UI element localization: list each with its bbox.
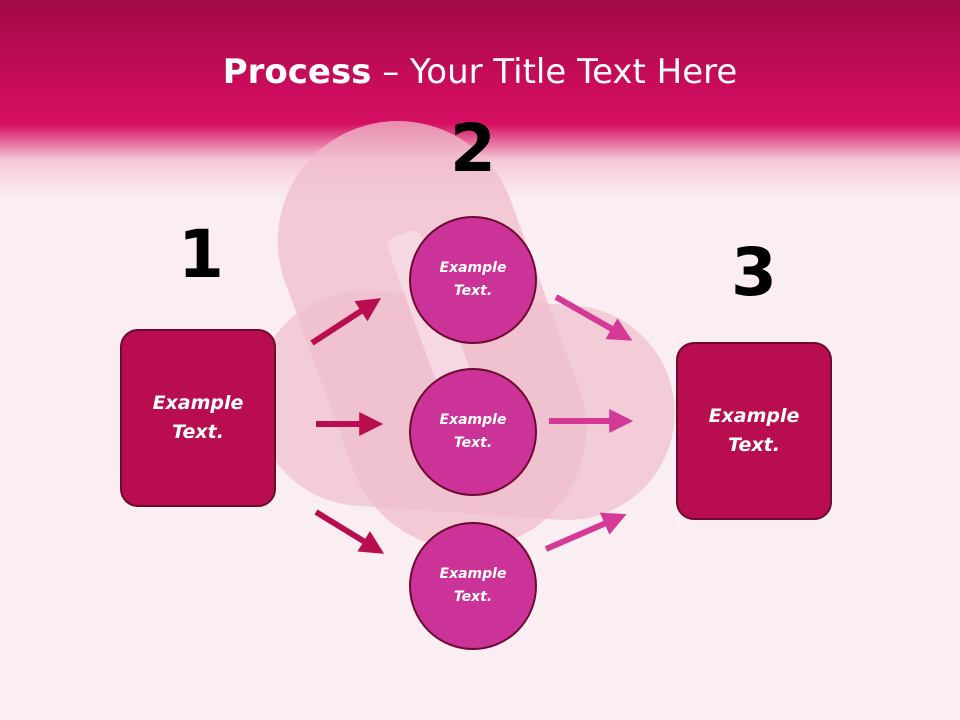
step-2-middle-text: Example Text. (439, 412, 507, 451)
step-2-circle-middle: Example Text. (409, 368, 537, 496)
step-1-text: Example Text. (152, 392, 244, 443)
step-number-3: 3 (731, 234, 777, 311)
step-2-circle-bottom: Example Text. (409, 522, 537, 650)
step-3-text: Example Text. (708, 405, 800, 456)
step-number-1: 1 (178, 216, 224, 293)
step-2-bottom-text: Example Text. (439, 566, 507, 605)
arrow-1-to-bottom (314, 509, 385, 554)
arrow-bottom-to-3 (544, 512, 627, 552)
slide-title: Process – Your Title Text Here (0, 52, 960, 92)
arrow-top-to-3 (554, 294, 633, 341)
step-3-box: Example Text. (676, 342, 832, 520)
step-number-2: 2 (450, 110, 496, 187)
step-2-top-text: Example Text. (439, 260, 507, 299)
step-2-circle-top: Example Text. (409, 216, 537, 344)
title-rest: – Your Title Text Here (371, 52, 738, 92)
title-bold: Process (222, 52, 372, 92)
step-1-box: Example Text. (120, 329, 276, 507)
arrow-1-to-top (310, 298, 382, 346)
